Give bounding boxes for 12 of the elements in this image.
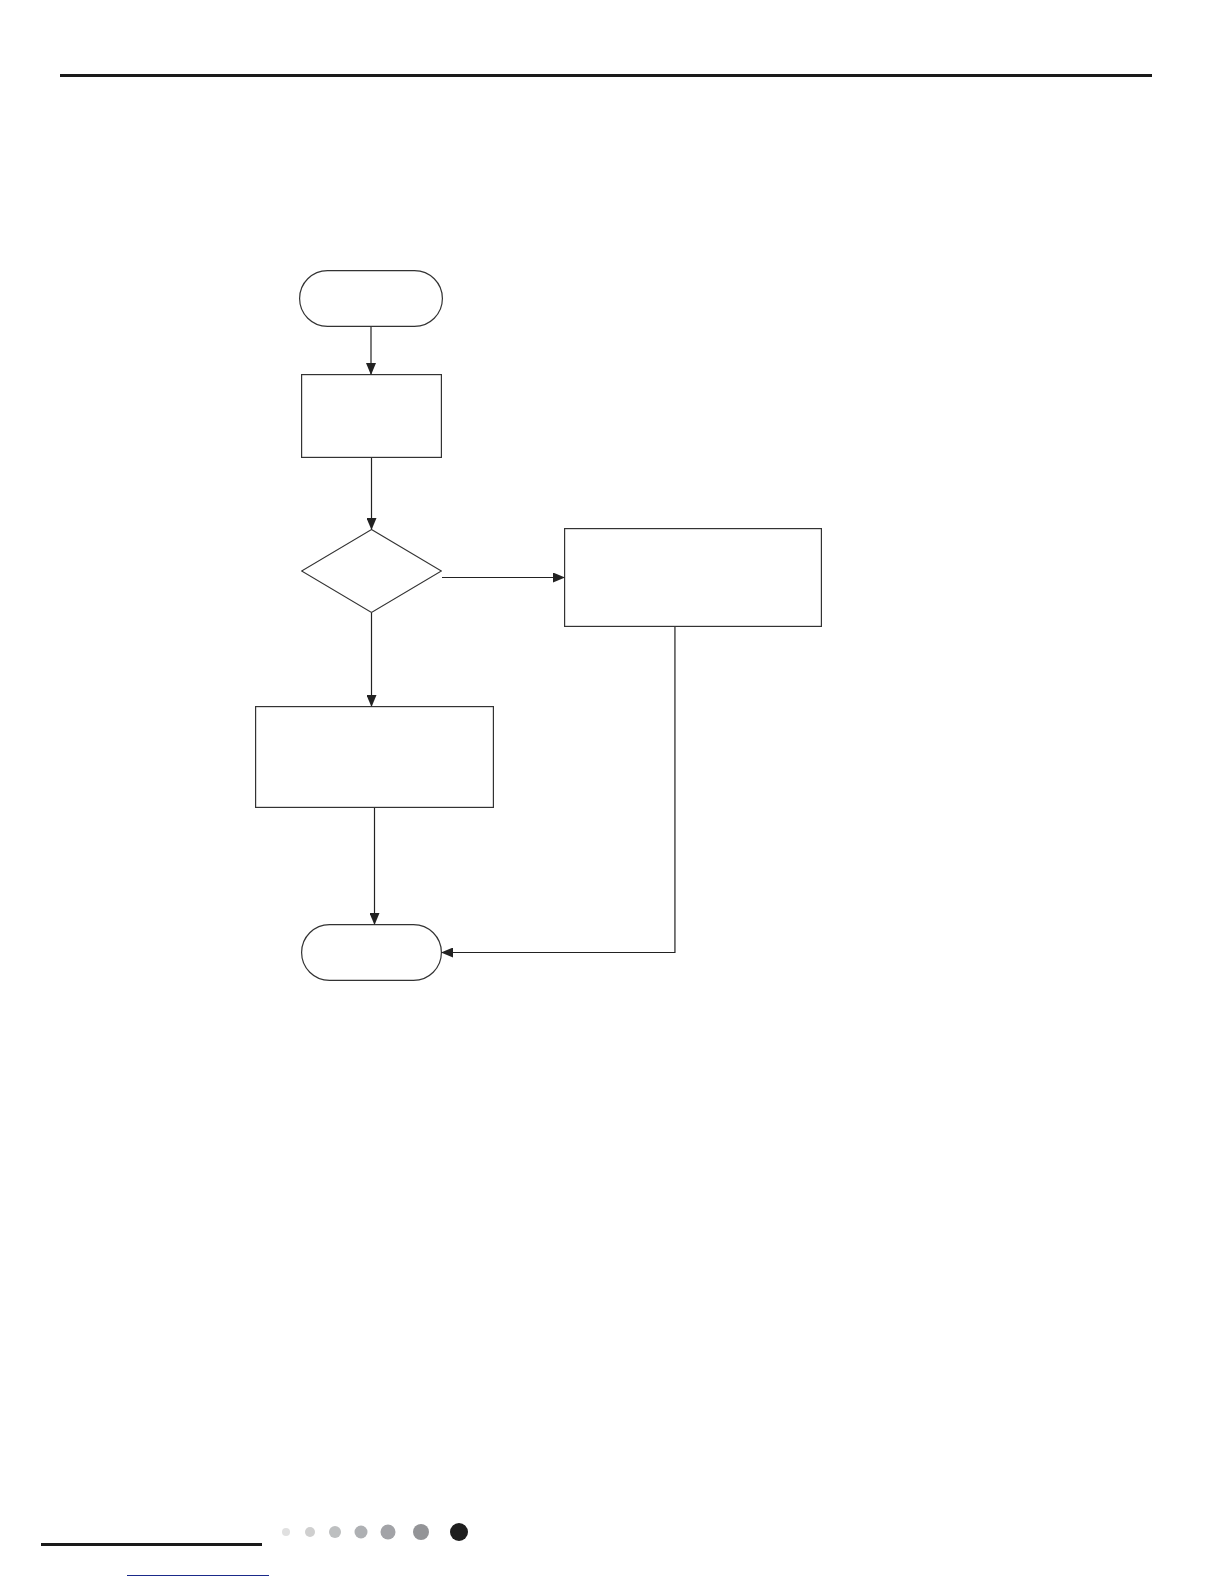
- arrow: [441, 626, 676, 958]
- process-box: [255, 706, 494, 808]
- terminal-stadium: [301, 924, 442, 981]
- arrow: [441, 572, 565, 583]
- arrow: [366, 457, 377, 530]
- process-box: [301, 374, 442, 458]
- process-box: [564, 528, 822, 627]
- arrow: [366, 326, 376, 375]
- arrow: [366, 612, 377, 707]
- terminal-stadium: [299, 270, 443, 327]
- decision-diamond: [301, 529, 442, 613]
- arrow: [369, 807, 380, 925]
